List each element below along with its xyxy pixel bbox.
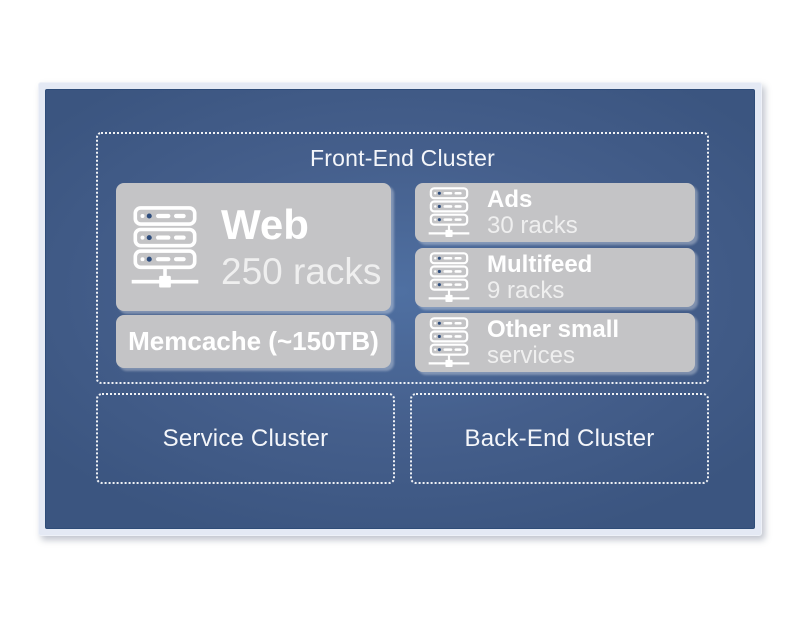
front-end-cluster-box: Front-End Cluster Web 250 racks Memcache…: [96, 132, 709, 384]
server-rack-icon: [427, 187, 471, 238]
memcache-panel: Memcache (~150TB): [116, 315, 391, 368]
service-title: Multifeed: [487, 251, 593, 279]
service-text-block: Ads 30 racks: [487, 187, 578, 238]
service-title: Ads: [487, 186, 533, 214]
slide-frame: Front-End Cluster Web 250 racks Memcache…: [38, 82, 762, 536]
front-end-cluster-title: Front-End Cluster: [310, 145, 495, 171]
slide: Front-End Cluster Web 250 racks Memcache…: [45, 89, 755, 529]
service-subtitle: 9 racks: [487, 276, 565, 304]
service-text-block: Other small services: [487, 317, 619, 368]
server-rack-icon: [427, 252, 471, 303]
service-subtitle: 30 racks: [487, 211, 578, 239]
service-panel-other-small-services: Other small services: [415, 313, 695, 372]
service-subtitle: services: [487, 341, 576, 369]
memcache-label: Memcache (~150TB): [128, 326, 379, 356]
service-panel-multifeed: Multifeed 9 racks: [415, 248, 695, 307]
service-cluster-box: Service Cluster: [96, 393, 395, 484]
service-text-block: Multifeed 9 racks: [487, 252, 592, 303]
server-rack-icon: [427, 317, 471, 368]
back-end-cluster-title: Back-End Cluster: [464, 424, 655, 452]
service-title: Other small: [487, 316, 620, 344]
web-subtitle: 250 racks: [221, 251, 382, 292]
web-text-block: Web 250 racks: [221, 201, 382, 292]
server-rack-icon: [129, 206, 201, 289]
web-panel: Web 250 racks: [116, 183, 391, 311]
back-end-cluster-box: Back-End Cluster: [410, 393, 709, 484]
web-title: Web: [221, 201, 309, 248]
service-cluster-title: Service Cluster: [162, 424, 329, 452]
service-panel-ads: Ads 30 racks: [415, 183, 695, 242]
